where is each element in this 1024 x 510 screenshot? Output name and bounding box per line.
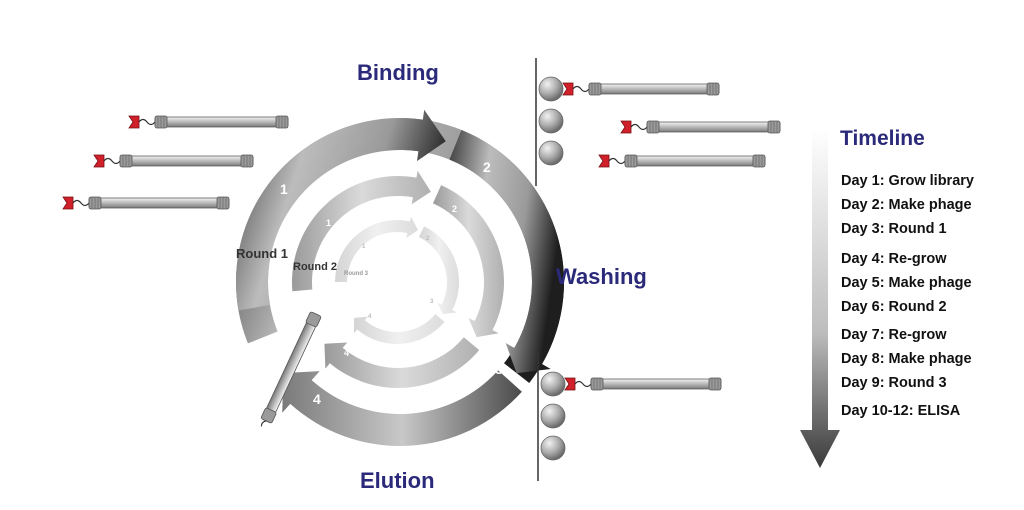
outer-step-3: 3 bbox=[495, 361, 503, 377]
middle-arrow-elution bbox=[324, 337, 480, 389]
binding-label: Binding bbox=[357, 60, 439, 85]
outer-arrow-elution bbox=[282, 370, 522, 447]
round-3-label: Round 3 bbox=[344, 271, 369, 277]
inner-arrow-washing bbox=[418, 226, 459, 315]
washing-label: Washing bbox=[556, 264, 647, 289]
timeline-title: Timeline bbox=[840, 127, 925, 150]
phage-free-2 bbox=[93, 154, 254, 168]
timeline-item: Day 6: Round 2 bbox=[841, 299, 947, 315]
middle-step-1: 1 bbox=[326, 218, 331, 228]
round-1-label: Round 1 bbox=[236, 246, 288, 261]
timeline-item: Day 2: Make phage bbox=[841, 197, 972, 213]
timeline-item: Day 9: Round 3 bbox=[841, 375, 947, 391]
elution-label: Elution bbox=[360, 468, 435, 493]
elution-surface-bottom bbox=[537, 353, 566, 481]
timeline-item: Day 4: Re-grow bbox=[841, 251, 947, 267]
outer-step-4: 4 bbox=[313, 391, 321, 407]
phage-eluted bbox=[260, 311, 322, 427]
phage-bound-bottom bbox=[564, 377, 722, 391]
timeline-item: Day 10-12: ELISA bbox=[841, 403, 961, 419]
middle-arrow-binding bbox=[292, 170, 431, 292]
middle-step-2: 2 bbox=[452, 204, 457, 214]
phage-free-4 bbox=[620, 120, 781, 134]
timeline-item: Day 3: Round 1 bbox=[841, 221, 947, 237]
middle-step-4: 4 bbox=[344, 348, 349, 358]
timeline-item: Day 1: Grow library bbox=[841, 173, 974, 189]
outer-arrow-binding bbox=[236, 109, 446, 311]
inner-step-3: 3 bbox=[430, 299, 434, 305]
outer-step-2: 2 bbox=[483, 159, 491, 175]
inner-arrow-binding bbox=[335, 216, 418, 282]
inner-step-4: 4 bbox=[368, 314, 372, 320]
selection-cycle bbox=[236, 109, 564, 447]
inner-step-1: 1 bbox=[362, 244, 366, 250]
phage-particles bbox=[62, 82, 781, 427]
outer-arrow-washing bbox=[449, 129, 564, 374]
timeline-item: Day 5: Make phage bbox=[841, 275, 972, 291]
phage-free-5 bbox=[598, 154, 766, 168]
washing-surface-top bbox=[535, 58, 564, 186]
round-2-label: Round 2 bbox=[293, 261, 337, 273]
inner-step-2: 2 bbox=[426, 236, 430, 242]
middle-arrow-washing bbox=[432, 185, 504, 338]
timeline-arrow bbox=[800, 128, 840, 468]
phage-free-1 bbox=[128, 115, 289, 129]
timeline-item: Day 7: Re-grow bbox=[841, 327, 947, 343]
inner-arrow-elution bbox=[353, 314, 445, 344]
step-numbers: 1 2 3 4 1 2 3 4 1 2 3 4 bbox=[280, 159, 503, 407]
middle-step-3: 3 bbox=[458, 329, 463, 339]
phage-free-3 bbox=[62, 196, 230, 210]
phage-bound-top bbox=[562, 82, 720, 96]
outer-step-1: 1 bbox=[280, 181, 288, 197]
timeline-item: Day 8: Make phage bbox=[841, 351, 972, 367]
